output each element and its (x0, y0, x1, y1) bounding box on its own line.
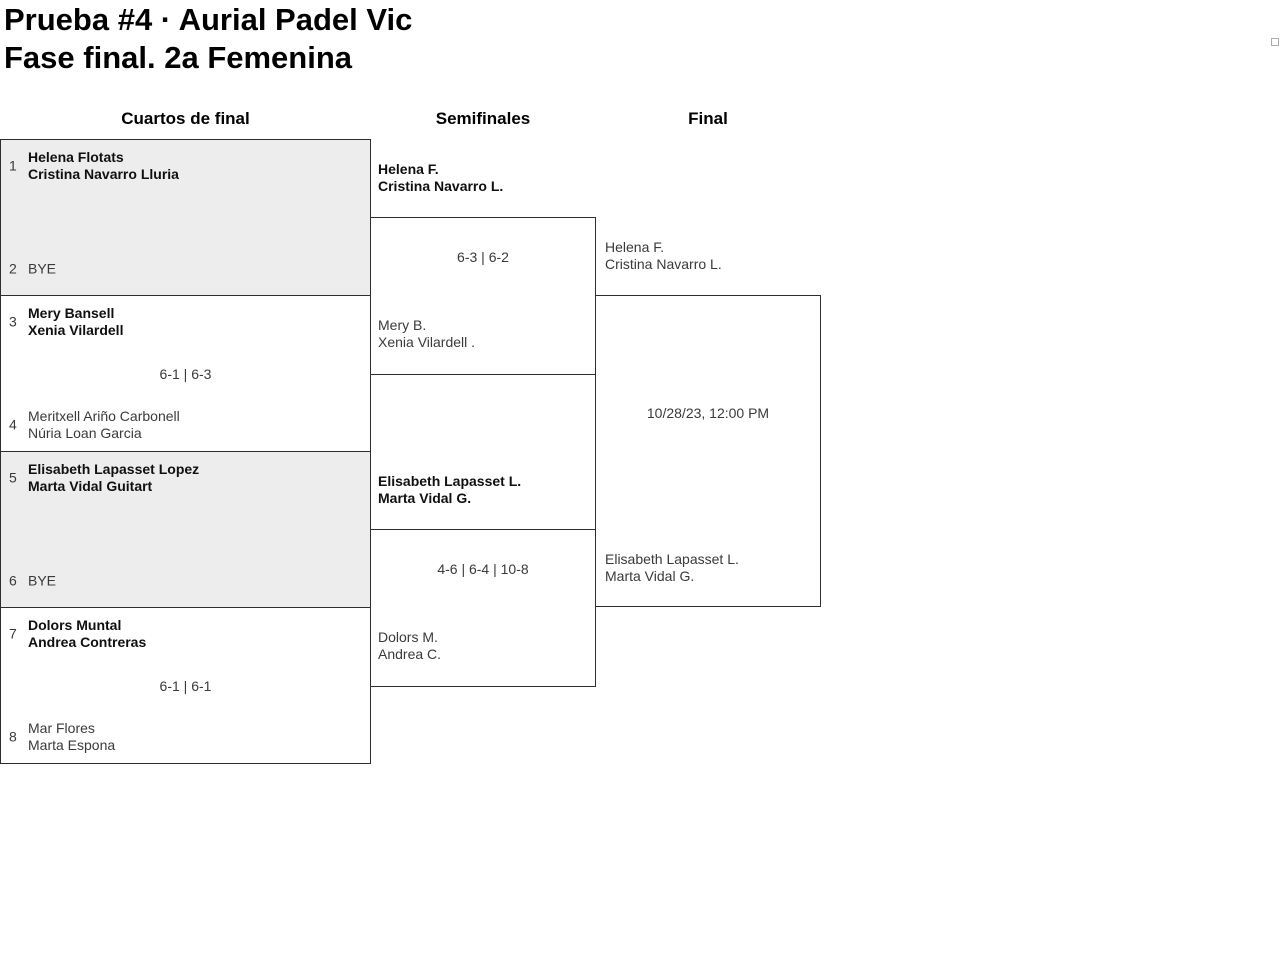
page-title-line2: Fase final. 2a Femenina (4, 40, 353, 75)
match-side-bottom: 4 Meritxell Ariño Carbonell Núria Loan G… (1, 408, 370, 442)
round-header-quarterfinals: Cuartos de final (121, 109, 250, 128)
team-name: Mar Flores Marta Espona (28, 720, 116, 753)
match-side-top: Elisabeth Lapasset L. Marta Vidal G. (371, 473, 595, 507)
semifinal-match-2[interactable]: Elisabeth Lapasset L. Marta Vidal G. 4-6… (370, 473, 596, 687)
team-name: Dolors M. Andrea C. (378, 629, 442, 662)
team-name: Mery Bansell Xenia Vilardell (28, 305, 124, 338)
match-score: 6-1 | 6-3 (159, 366, 212, 382)
team-name: Helena F. Cristina Navarro L. (378, 161, 504, 194)
team-name: Meritxell Ariño Carbonell Núria Loan Gar… (28, 408, 180, 441)
match-side-bottom: Mery B. Xenia Vilardell . (371, 317, 595, 351)
seed-number: 3 (9, 313, 17, 330)
match-side-top: Helena F. Cristina Navarro L. (371, 161, 595, 195)
seed-number: 5 (9, 469, 17, 486)
match-side-bottom: 2 BYE (1, 252, 370, 286)
quarterfinal-match-2[interactable]: 3 Mery Bansell Xenia Vilardell 6-1 | 6-3… (0, 295, 371, 452)
team-name: Helena F. Cristina Navarro L. (605, 239, 722, 272)
page-title: Prueba #4 · Aurial Padel Vic Fase final.… (4, 1, 412, 77)
team-name: Elisabeth Lapasset Lopez Marta Vidal Gui… (28, 461, 200, 494)
match-side-bottom: Elisabeth Lapasset L. Marta Vidal G. (596, 551, 820, 585)
round-header-final: Final (688, 109, 728, 128)
quarterfinal-match-1[interactable]: 1 Helena Flotats Cristina Navarro Lluria… (0, 139, 371, 296)
match-side-top: Helena F. Cristina Navarro L. (596, 239, 820, 273)
match-score: 4-6 | 6-4 | 10-8 (437, 561, 529, 577)
seed-number: 1 (9, 157, 17, 174)
corner-marker-icon (1271, 38, 1279, 46)
match-score: 6-1 | 6-1 (159, 678, 212, 694)
seed-number: 2 (9, 260, 17, 277)
seed-number: 7 (9, 625, 17, 642)
match-score: 6-3 | 6-2 (457, 249, 509, 265)
match-side-bottom: 8 Mar Flores Marta Espona (1, 720, 370, 754)
match-side-top: 5 Elisabeth Lapasset Lopez Marta Vidal G… (1, 461, 370, 495)
seed-number: 6 (9, 572, 17, 589)
team-name: Helena Flotats Cristina Navarro Lluria (28, 149, 179, 182)
seed-number: 4 (9, 416, 17, 433)
match-side-bottom: Dolors M. Andrea C. (371, 629, 595, 663)
final-match[interactable]: Helena F. Cristina Navarro L. 10/28/23, … (595, 239, 821, 607)
team-name: Elisabeth Lapasset L. Marta Vidal G. (605, 551, 739, 584)
match-side-top: 3 Mery Bansell Xenia Vilardell (1, 305, 370, 339)
seed-number: 8 (9, 728, 17, 745)
semifinal-match-1[interactable]: Helena F. Cristina Navarro L. 6-3 | 6-2 … (370, 161, 596, 375)
team-name: BYE (28, 260, 57, 277)
team-name: BYE (28, 572, 57, 589)
round-header-semifinals: Semifinales (435, 109, 531, 128)
quarterfinal-match-3[interactable]: 5 Elisabeth Lapasset Lopez Marta Vidal G… (0, 451, 371, 608)
match-schedule: 10/28/23, 12:00 PM (646, 405, 770, 421)
quarterfinal-match-4[interactable]: 7 Dolors Muntal Andrea Contreras 6-1 | 6… (0, 607, 371, 764)
page-title-line1: Prueba #4 · Aurial Padel Vic (4, 2, 413, 37)
team-name: Dolors Muntal Andrea Contreras (28, 617, 147, 650)
match-side-top: 1 Helena Flotats Cristina Navarro Lluria (1, 149, 370, 183)
team-name: Elisabeth Lapasset L. Marta Vidal G. (378, 473, 522, 506)
team-name: Mery B. Xenia Vilardell . (378, 317, 476, 350)
match-side-bottom: 6 BYE (1, 564, 370, 598)
match-side-top: 7 Dolors Muntal Andrea Contreras (1, 617, 370, 651)
